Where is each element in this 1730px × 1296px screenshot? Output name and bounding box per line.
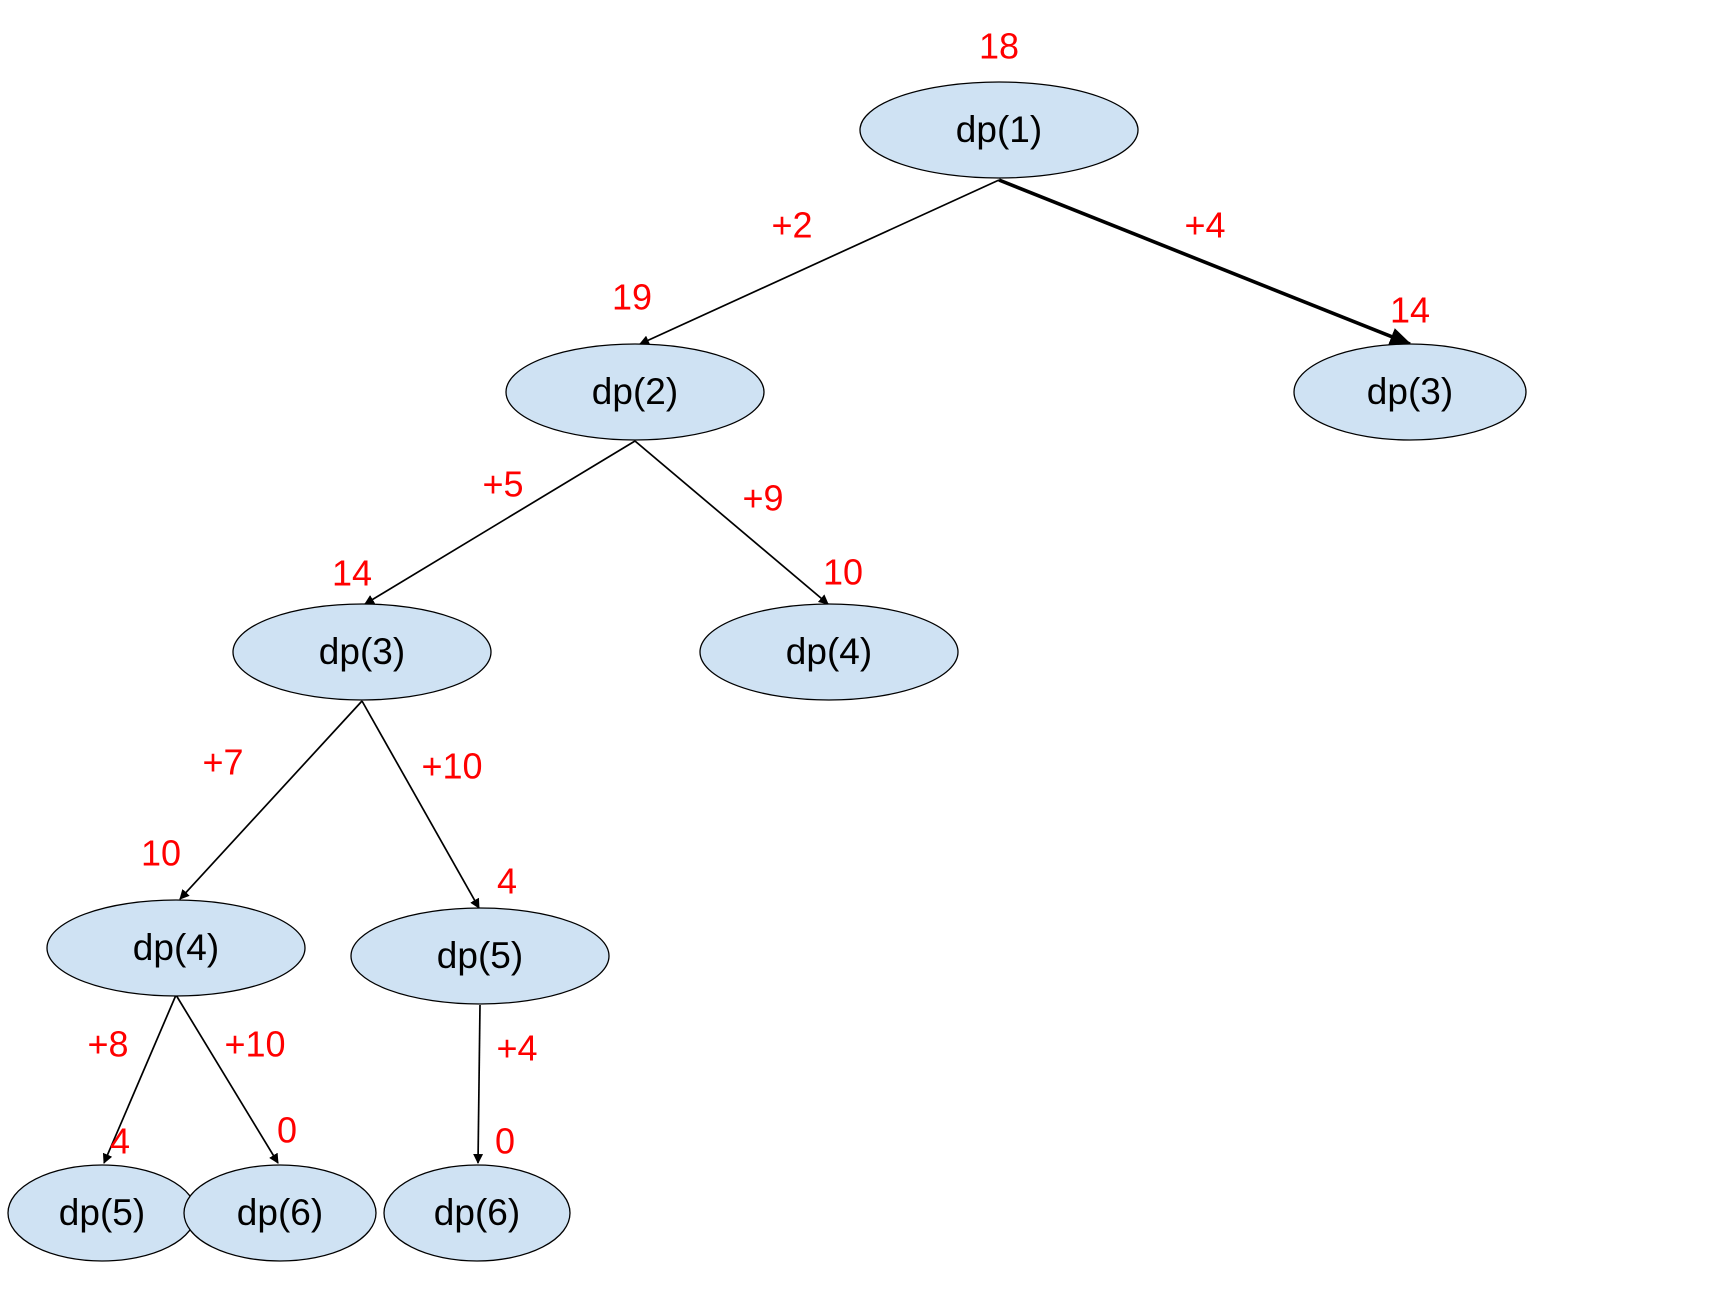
edges-layer: +2 +4 +5 +9 +7 +10 +8 +10 +4 [87,178,1412,1164]
node-value-label: 10 [823,552,863,593]
node-label: dp(4) [133,927,219,968]
node-value-label: 0 [277,1110,297,1151]
tree-node-n5: dp(5) 4 [7,1121,197,1262]
edge-weight-label: +9 [742,478,783,519]
node-value-label: 4 [110,1121,130,1162]
edge-weight-label: +4 [496,1028,537,1069]
node-label: dp(6) [237,1192,323,1233]
edge-n3-n5r [361,700,480,909]
node-value-label: 10 [141,833,181,874]
edge-weight-label: +10 [421,746,482,787]
node-label: dp(4) [786,631,872,672]
tree-node-n2: dp(2) 19 [505,277,765,441]
node-ellipse [1293,343,1527,441]
node-ellipse [350,907,610,1005]
node-ellipse [232,603,492,701]
node-label: dp(3) [1367,371,1453,412]
edge-n5r-n6b [473,1004,484,1164]
tree-node-n1: dp(1) 18 [859,26,1139,179]
node-ellipse [859,81,1139,179]
node-label: dp(5) [59,1192,145,1233]
node-ellipse [505,343,765,441]
tree-node-n4: dp(4) 10 [46,833,306,997]
edge-n2-n4r [634,440,829,605]
node-label: dp(6) [434,1192,520,1233]
node-label: dp(5) [437,935,523,976]
edge-weight-label: +2 [771,205,812,246]
edge-weight-label: +8 [87,1024,128,1065]
node-value-label: 14 [1390,290,1430,331]
node-label: dp(3) [319,631,405,672]
node-ellipse [46,899,306,997]
node-ellipse [183,1164,377,1262]
node-value-label: 19 [612,277,652,318]
node-label: dp(2) [592,371,678,412]
tree-node-n3: dp(3) 14 [232,553,492,701]
node-ellipse [383,1164,571,1262]
tree-node-n4r: dp(4) 10 [699,552,959,701]
edge-n2-n3 [364,440,636,605]
edge-n4-n5 [102,994,177,1164]
edge-n3-n4 [179,700,363,900]
tree-node-n6a: dp(6) 0 [183,1110,377,1262]
node-value-label: 4 [497,861,517,902]
node-value-label: 18 [979,26,1019,67]
edge-weight-label: +10 [224,1024,285,1065]
tree-node-n3r: dp(3) 14 [1293,290,1527,441]
edge-weight-label: +7 [202,742,243,783]
node-ellipse [699,603,959,701]
node-value-label: 0 [495,1121,515,1162]
edge-weight-label: +5 [482,464,523,505]
edge-weight-label: +4 [1184,205,1225,246]
nodes-layer: dp(1)18dp(2)19dp(3)14dp(3)14dp(4)10dp(4)… [7,26,1527,1262]
edge-n4-n6a [175,994,279,1164]
node-label: dp(1) [956,109,1042,150]
node-value-label: 14 [332,553,372,594]
tree-node-n5r: dp(5) 4 [350,861,610,1005]
tree-node-n6b: dp(6) 0 [383,1121,571,1262]
edge-n1-n3r [998,178,1412,346]
edge-n1-n2 [639,179,1000,345]
